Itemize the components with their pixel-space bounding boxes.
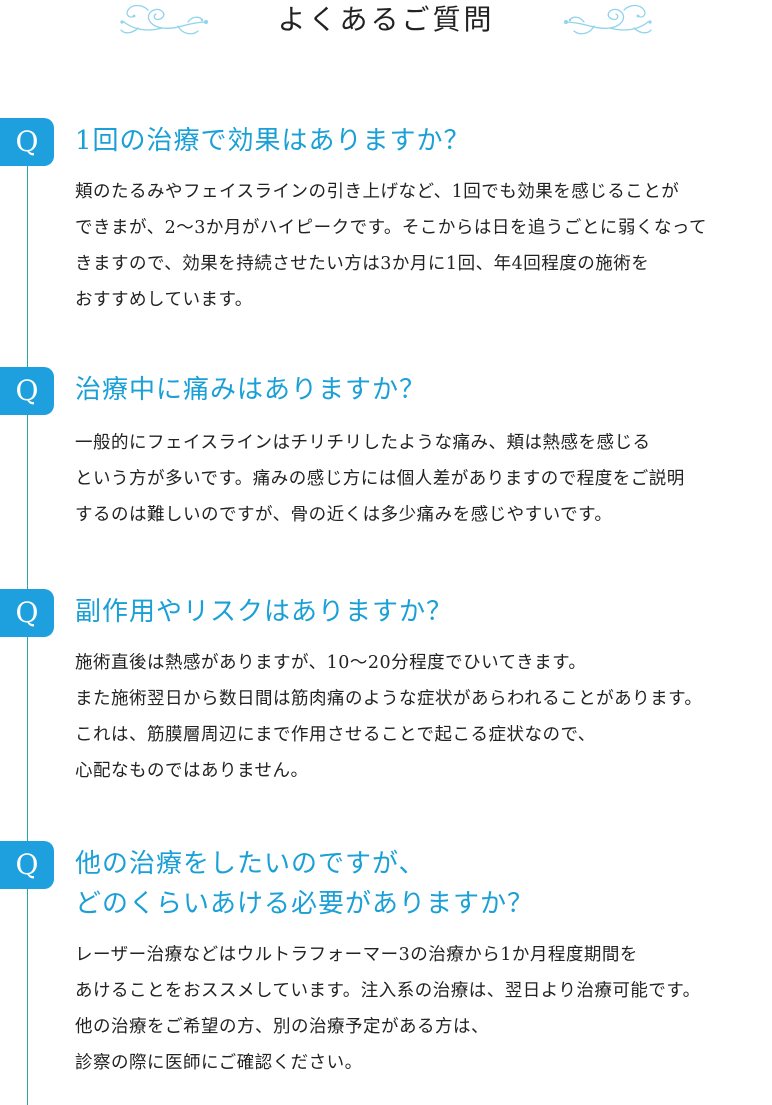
faq-answer-line: また施術翌日から数日間は筋肉痛のような症状があらわれることがあります。 [75, 689, 703, 709]
faq-answer-line: するのは難しいのですが、骨の近くは多少痛みを感じやすいです。 [75, 505, 613, 525]
faq-question-line: どのくらいあける必要がありますか？ [75, 889, 535, 919]
faq-answer-line: おすすめしています。 [75, 290, 253, 310]
faq-answer-line: あけることをおススメしています。注入系の治療は、翌日より治療可能です。 [75, 981, 701, 1001]
faq-answer-line: 他の治療をご希望の方、別の治療予定がある方は、 [75, 1017, 489, 1037]
faq-answer-line: できまが、2〜3か月がハイピークです。そこからは日を追うごとに弱くなって [75, 218, 707, 238]
q-badge: Q [0, 589, 54, 637]
faq-header: よくあるご質問 [0, 0, 772, 60]
faq-question: 他の治療をしたいのですが、 どのくらいあける必要がありますか？ [75, 844, 534, 924]
faq-question: 治療中に痛みはありますか？ [75, 370, 426, 410]
q-badge: Q [0, 118, 54, 166]
right-flourish-ornament-icon [564, 4, 652, 35]
faq-answer: レーザー治療などはウルトラフォーマー3の治療から1か月程度期間を あけることをお… [75, 937, 772, 1081]
faq-question-line: 副作用やリスクはありますか？ [75, 597, 454, 627]
q-badge: Q [0, 841, 54, 889]
faq-answer-line: 診察の際に医師にご確認ください。 [75, 1053, 363, 1073]
faq-answer-line: レーザー治療などはウルトラフォーマー3の治療から1か月程度期間を [75, 945, 638, 965]
faq-question-line: 治療中に痛みはありますか？ [75, 375, 427, 405]
faq-answer-line: 頬のたるみやフェイスラインの引き上げなど、1回でも効果を感じることが [75, 182, 680, 202]
faq-question-line: 1回の治療で効果はありますか？ [75, 126, 471, 156]
page-title: よくあるご質問 [277, 3, 495, 36]
faq-answer-line: という方が多いです。痛みの感じ方には個人差がありますので程度をご説明 [75, 469, 685, 489]
faq-question: 副作用やリスクはありますか？ [75, 592, 453, 632]
faq-answer: 頬のたるみやフェイスラインの引き上げなど、1回でも効果を感じることが できまが、… [75, 174, 772, 318]
faq-answer: 一般的にフェイスラインはチリチリしたような痛み、頬は熱感を感じる という方が多い… [75, 425, 772, 533]
faq-question: 1回の治療で効果はありますか？ [75, 121, 471, 161]
faq-answer: 施術直後は熱感がありますが、10〜20分程度でひいてきます。 また施術翌日から数… [75, 645, 772, 789]
faq-answer-line: 施術直後は熱感がありますが、10〜20分程度でひいてきます。 [75, 653, 587, 673]
faq-answer-line: 一般的にフェイスラインはチリチリしたような痛み、頬は熱感を感じる [75, 433, 651, 453]
faq-answer-line: きますので、効果を持続させたい方は3か月に1回、年4回程度の施術を [75, 254, 650, 274]
faq-question-line: 他の治療をしたいのですが、 [75, 849, 426, 879]
faq-answer-line: 心配なものではありません。 [75, 761, 309, 781]
faq-answer-line: これは、筋膜層周辺にまで作用させることで起こる症状なので、 [75, 725, 596, 745]
q-badge: Q [0, 367, 54, 415]
left-flourish-ornament-icon [120, 4, 208, 35]
